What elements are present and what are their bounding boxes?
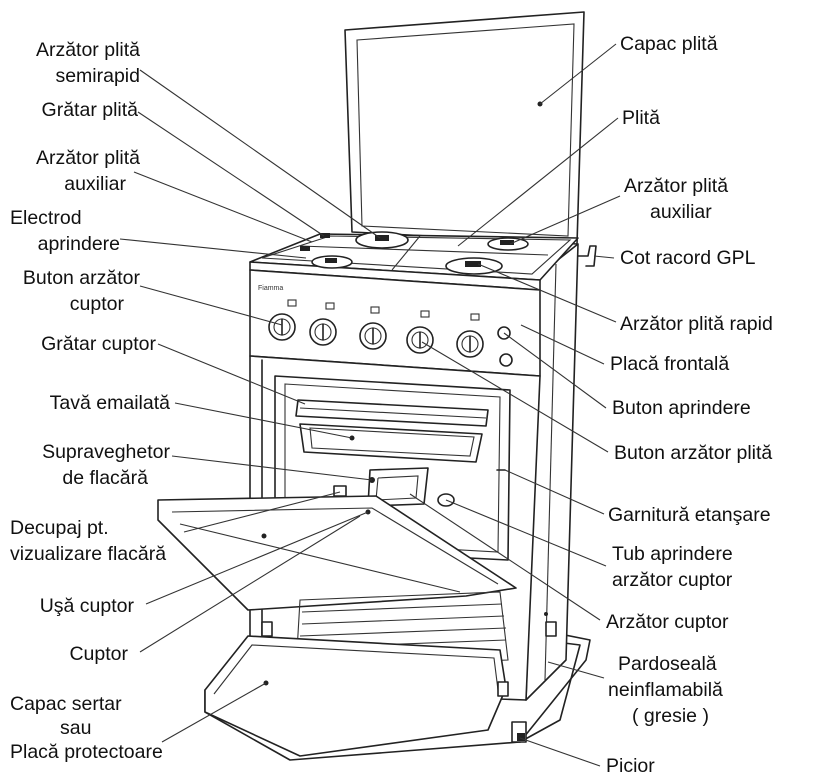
label-picior: Picior <box>606 755 655 777</box>
leader-lines <box>119 43 621 767</box>
knob-3 <box>406 326 434 354</box>
label-supraveghetor-line1: Supraveghetor <box>42 441 170 463</box>
label-electrod-line1: Electrod <box>10 207 82 229</box>
leader-arzator-cuptor <box>409 493 601 621</box>
label-garnitura: Garnitură etanşare <box>608 504 771 526</box>
label-supraveghetor-line2: de flacără <box>62 467 148 489</box>
label-tub-aprindere-line2: arzător cuptor <box>612 569 733 591</box>
oven-door <box>157 495 517 611</box>
leader-cot-racord <box>593 255 615 259</box>
oven-rack <box>295 399 489 427</box>
leader-garnitura <box>504 469 605 515</box>
label-buton-aprindere: Buton aprindere <box>612 397 751 419</box>
leader-arzator-auxiliar-right <box>509 195 621 245</box>
legs <box>261 621 557 743</box>
label-arzator-rapid: Arzător plită rapid <box>620 313 773 335</box>
label-gratar-cuptor: Grătar cuptor <box>41 333 156 355</box>
leader-electrod <box>119 238 307 259</box>
knob-1 <box>309 318 337 346</box>
leader-usa <box>145 511 369 605</box>
label-cuptor: Cuptor <box>69 643 128 665</box>
leader-capac-sertar <box>161 682 267 743</box>
lpg-elbow <box>577 245 597 267</box>
label-decupaj-line1: Decupaj pt. <box>10 517 109 539</box>
enamel-tray <box>299 423 483 463</box>
leader-tub-aprindere <box>445 499 607 567</box>
leader-buton-arzator-plita <box>421 341 609 453</box>
label-usa-cuptor: Uşă cuptor <box>40 595 135 617</box>
leader-arzator-rapid <box>477 263 617 323</box>
label-tava-emailata: Tavă emailată <box>50 392 170 414</box>
panel-brand: Fiamma <box>258 285 283 292</box>
drawer-lid <box>204 635 507 757</box>
label-plita: Plită <box>622 107 660 129</box>
knob-2 <box>359 322 387 350</box>
leader-supraveghetor <box>171 455 373 481</box>
knob-oven <box>268 313 296 341</box>
label-capac-plita: Capac plită <box>620 33 718 55</box>
label-arzator-auxiliar-right-line1: Arzător plită <box>624 175 728 197</box>
leader-gratar-plita <box>137 111 325 237</box>
label-placa-frontala: Placă frontală <box>610 353 729 375</box>
label-arzator-auxiliar-right-line2: auxiliar <box>650 201 712 223</box>
label-arzator-auxiliar-left-line1: Arzător plită <box>36 147 140 169</box>
label-arzator-cuptor: Arzător cuptor <box>606 611 729 633</box>
label-capac-sertar-line3: Placă protectoare <box>10 741 163 763</box>
label-pardoseala-line1: Pardoseală <box>618 653 717 675</box>
leader-plita <box>457 117 619 247</box>
label-capac-sertar-line2: sau <box>60 717 91 739</box>
label-buton-arzator-plita: Buton arzător plită <box>614 442 772 464</box>
labels-right: Capac plită Plită Arzător plită auxiliar… <box>606 33 773 777</box>
knob-4 <box>456 330 484 358</box>
label-cot-racord: Cot racord GPL <box>620 247 756 269</box>
leader-arzator-semirapid <box>139 69 381 239</box>
leader-tava <box>174 402 353 439</box>
leader-placa-frontala <box>520 324 605 365</box>
label-pardoseala-line3: ( gresie ) <box>632 705 709 727</box>
leader-buton-aprindere <box>503 332 607 409</box>
label-decupaj-line2: vizualizare flacără <box>10 543 166 565</box>
label-arzator-semirapid-line2: semirapid <box>55 65 140 87</box>
label-tub-aprindere-line1: Tub aprindere <box>612 543 733 565</box>
hob-top <box>249 231 579 291</box>
label-electrod-line2: aprindere <box>38 233 120 255</box>
leader-capac-plita <box>539 43 617 105</box>
leader-arzator-auxiliar-left <box>133 171 313 243</box>
leader-cuptor <box>139 515 361 653</box>
leader-pardoseala <box>547 661 605 679</box>
leader-decupaj <box>183 491 341 533</box>
label-arzator-semirapid-line1: Arzător plită <box>36 39 140 61</box>
label-buton-arzator-cuptor-line1: Buton arzător <box>23 267 141 289</box>
hob-lid <box>344 11 585 245</box>
leader-picior <box>519 737 601 767</box>
label-buton-arzator-cuptor-line2: cuptor <box>70 293 125 315</box>
label-arzator-auxiliar-left-line2: auxiliar <box>64 173 126 195</box>
label-capac-sertar-line1: Capac sertar <box>10 693 122 715</box>
leader-buton-arzator-cuptor <box>139 285 283 326</box>
leader-gratar-cuptor <box>157 343 306 405</box>
label-gratar-plita: Grătar plită <box>42 99 139 121</box>
label-pardoseala-line2: neinflamabilă <box>608 679 723 701</box>
labels-left: Arzător plită semirapid Grătar plită Arz… <box>10 39 171 763</box>
stove-illustration: Fiamma <box>157 11 597 761</box>
spare-button <box>499 353 513 367</box>
